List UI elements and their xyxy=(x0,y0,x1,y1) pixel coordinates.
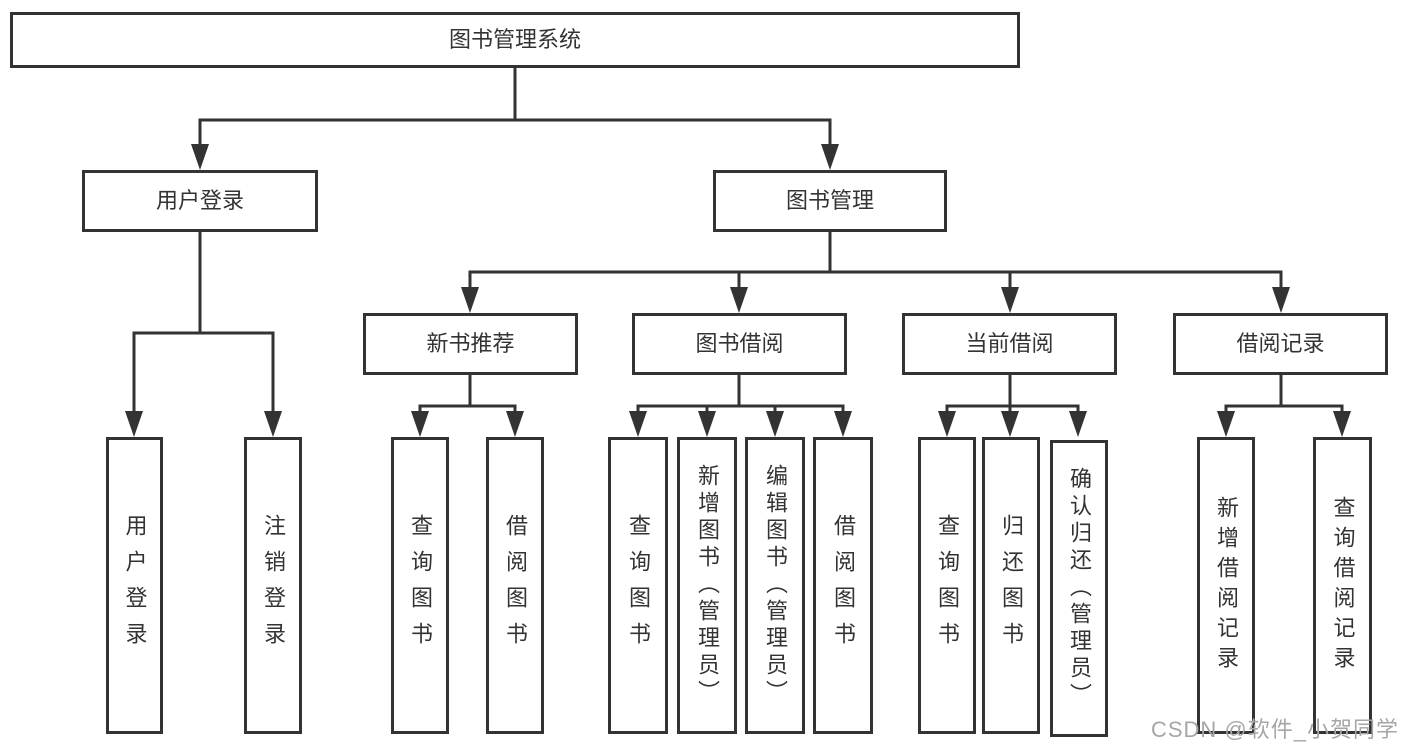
csdn-watermark: CSDN @软件_小贺同学 xyxy=(1150,717,1399,742)
connector-current-borrow-branch xyxy=(938,375,1087,437)
leaf-query-books-2: 查询图书 xyxy=(608,437,668,734)
leaf-borrow-books-1: 借阅图书 xyxy=(486,437,544,734)
node-book-borrowing: 图书借阅 xyxy=(632,313,847,375)
connector-root-to-level2 xyxy=(191,68,839,170)
leaf-query-books-1: 查询图书 xyxy=(391,437,449,734)
node-user-login: 用户登录 xyxy=(82,170,318,232)
leaf-borrow-books-2: 借阅图书 xyxy=(813,437,873,734)
node-current-borrowing: 当前借阅 xyxy=(902,313,1117,375)
connector-book-mgmt-to-level3 xyxy=(461,232,1290,313)
connector-borrow-records-branch xyxy=(1217,375,1351,437)
leaf-edit-books-admin: 编辑图书（管理员） xyxy=(745,437,805,734)
connector-book-borrow-branch xyxy=(629,375,852,437)
node-root-book-management-system: 图书管理系统 xyxy=(10,12,1020,68)
leaf-confirm-return-admin: 确认归还（管理员） xyxy=(1050,440,1108,737)
node-book-management: 图书管理 xyxy=(713,170,947,232)
leaf-return-books: 归还图书 xyxy=(982,437,1040,734)
leaf-add-borrow-record: 新增借阅记录 xyxy=(1197,437,1255,734)
leaf-query-books-3: 查询图书 xyxy=(918,437,976,734)
leaf-query-borrow-record: 查询借阅记录 xyxy=(1313,437,1372,734)
leaf-add-books-admin: 新增图书（管理员） xyxy=(677,437,737,734)
leaf-user-login: 用户登录 xyxy=(106,437,163,734)
connector-new-book-rec-branch xyxy=(411,375,524,437)
connector-user-login-branch xyxy=(125,232,282,437)
leaf-logout: 注销登录 xyxy=(244,437,302,734)
node-borrowing-records: 借阅记录 xyxy=(1173,313,1388,375)
node-new-book-recommend: 新书推荐 xyxy=(363,313,578,375)
